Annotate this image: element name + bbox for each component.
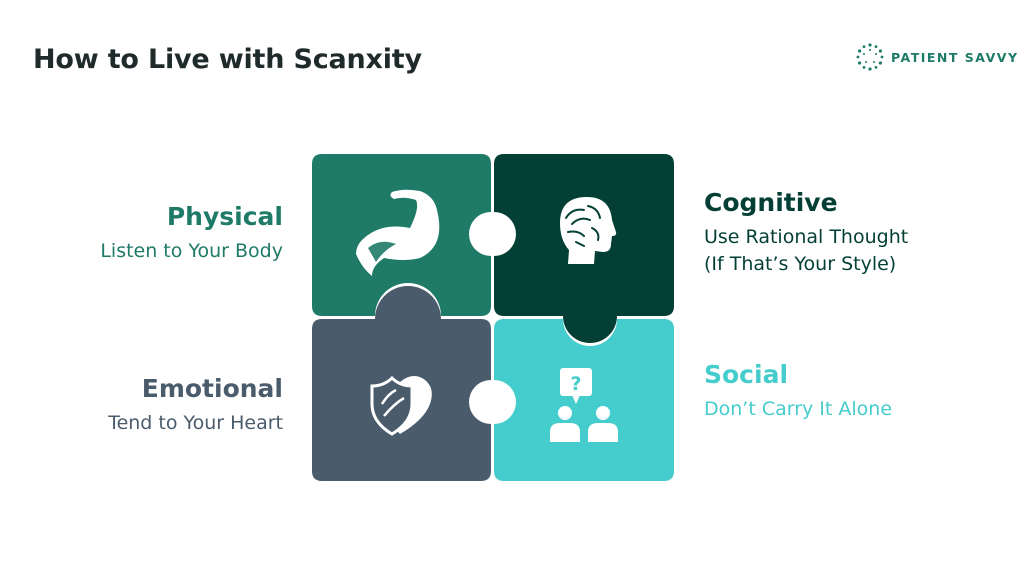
cognitive-subtitle: Use Rational Thought (If That’s Your Sty… (704, 224, 908, 279)
logo-text: PATIENT SAVVY (891, 49, 1019, 65)
cognitive-subtitle-line-2: (If That’s Your Style) (704, 253, 897, 276)
brand-logo: PATIENT SAVVY (855, 40, 1019, 74)
sunburst-logo-icon (856, 43, 884, 71)
emotional-heading: Emotional (141, 374, 283, 403)
emotional-subtitle: Tend to Your Heart (108, 410, 283, 438)
people-question-icon: ? (550, 368, 618, 442)
cognitive-label: Cognitive Use Rational Thought (If That’… (704, 188, 908, 279)
physical-subtitle-line: Listen to Your Body (100, 239, 283, 262)
cognitive-subtitle-line-1: Use Rational Thought (704, 225, 909, 248)
physical-label: Physical Listen to Your Body (100, 202, 283, 266)
physical-heading: Physical (166, 202, 283, 231)
cognitive-heading: Cognitive (704, 188, 838, 217)
emotional-subtitle-line: Tend to Your Heart (108, 411, 283, 434)
social-heading: Social (704, 360, 789, 389)
emotional-label: Emotional Tend to Your Heart (108, 374, 283, 438)
social-subtitle-line: Don’t Carry It Alone (704, 397, 893, 420)
page-title: How to Live with Scanxity (33, 44, 422, 75)
social-label: Social Don’t Carry It Alone (704, 360, 892, 424)
physical-subtitle: Listen to Your Body (100, 238, 283, 266)
social-subtitle: Don’t Carry It Alone (704, 396, 892, 424)
svg-text:?: ? (570, 373, 581, 395)
puzzle-piece-social (494, 319, 674, 481)
shield-heart-icon (370, 375, 432, 436)
flexed-arm-icon (356, 189, 440, 276)
brain-head-icon (560, 196, 617, 264)
